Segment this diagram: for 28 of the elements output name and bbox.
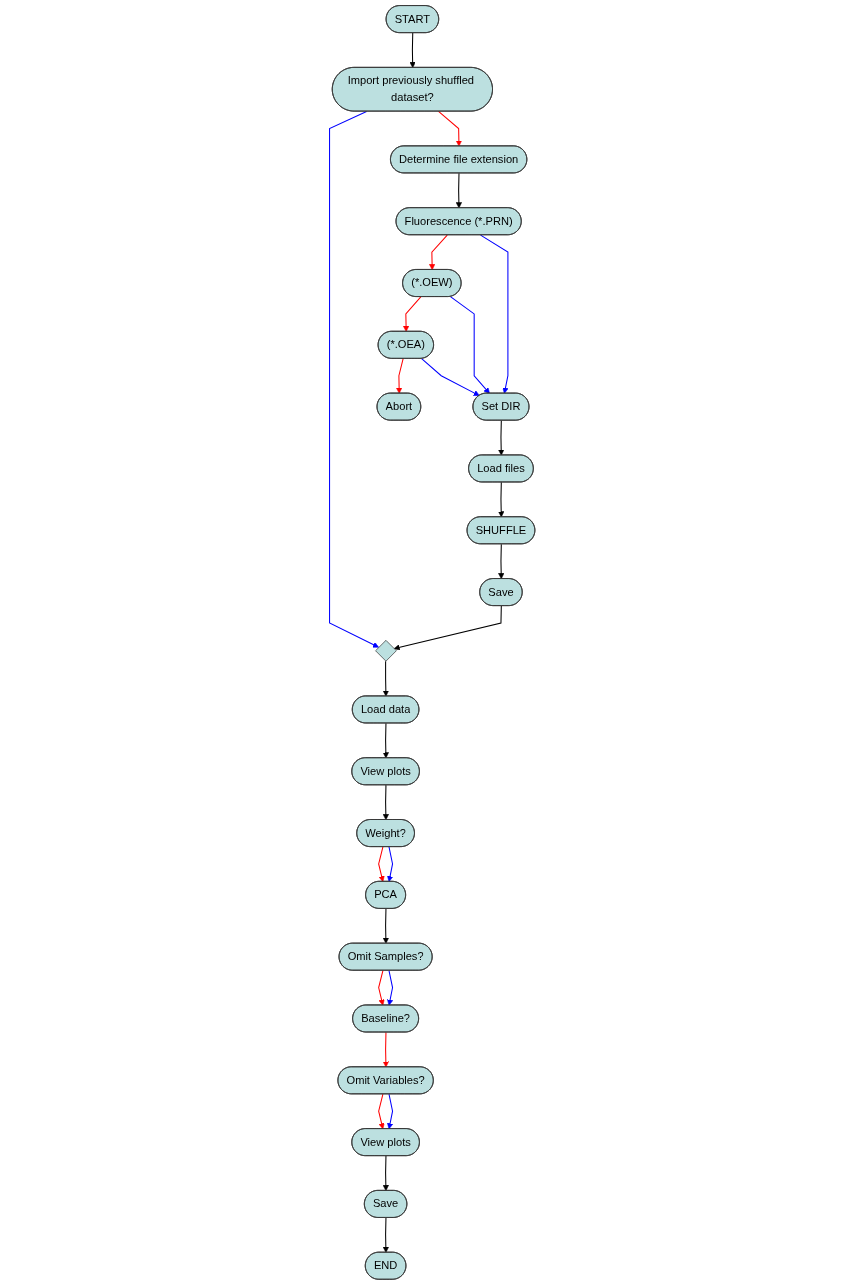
arrow [328,110,379,648]
arrow [377,846,385,882]
arrow [420,358,480,396]
arrow [382,1155,389,1191]
arrow [479,234,509,394]
arrow [497,543,505,580]
arrow [449,296,490,394]
arrow [437,110,462,147]
arrow [386,970,393,1006]
arrow [428,234,448,271]
arrow [382,1217,389,1253]
arrow [382,660,389,697]
arrow [382,784,389,821]
arrow [497,481,505,518]
arrow [382,1031,389,1068]
arrow [377,970,385,1006]
node-diamond [374,640,397,662]
arrow [393,605,502,651]
arrow [402,296,422,332]
arrow [386,846,393,882]
arrow [395,358,404,394]
arrow [382,908,389,944]
arrow [377,1093,385,1130]
arrow [382,722,389,759]
arrow [455,172,462,209]
arrow [386,1093,393,1130]
arrow [497,420,505,456]
arrow [409,32,416,68]
